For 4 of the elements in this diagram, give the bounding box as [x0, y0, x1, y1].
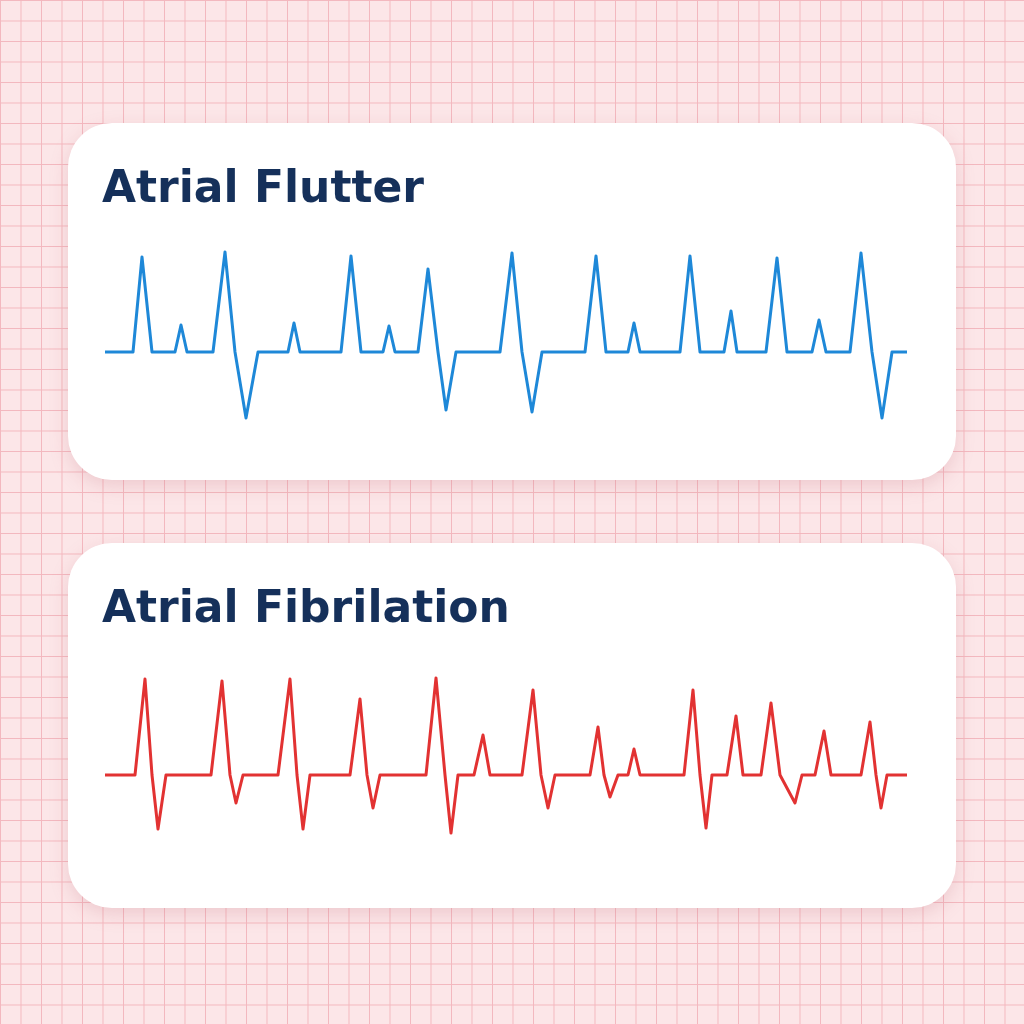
card-title: Atrial Flutter: [102, 161, 425, 212]
card-title: Atrial Fibrilation: [102, 581, 510, 632]
ecg-card: [68, 543, 956, 908]
ecg-card: [68, 123, 956, 480]
